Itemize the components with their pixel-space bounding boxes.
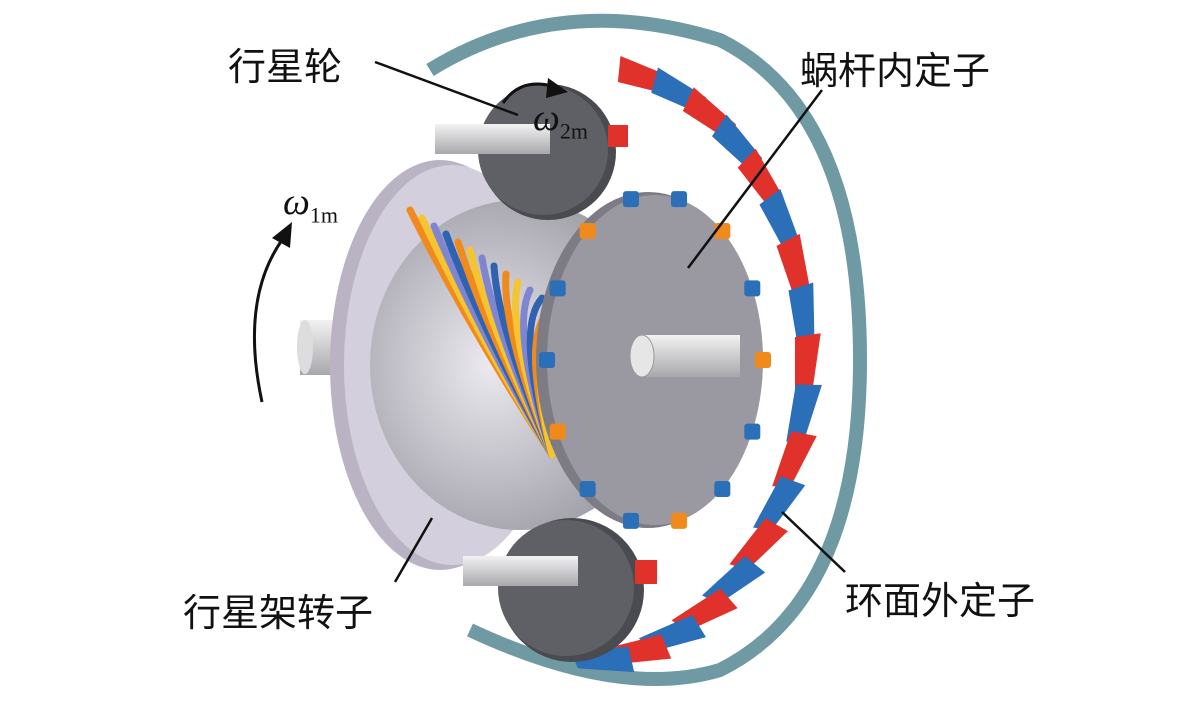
label-worm-inner-stator: 蜗杆内定子 (800, 49, 991, 93)
label-carrier-rotor: 行星架转子 (183, 591, 374, 635)
rotation-arrow-omega2 (501, 78, 568, 104)
stator-segment (772, 431, 817, 487)
stator-tooth (671, 512, 688, 529)
planet-gear-bottom (463, 518, 657, 662)
stator-segment (788, 282, 815, 348)
label-toroidal-outer-stator: 环面外定子 (845, 579, 1036, 623)
omega-2m-symbol: ω2m (533, 97, 588, 144)
stator-tooth (579, 222, 596, 239)
stator-tooth (744, 423, 761, 440)
stator-tooth (714, 481, 731, 498)
stator-tooth (579, 481, 596, 498)
stator-segment (753, 476, 806, 531)
stator-tooth (622, 512, 639, 529)
leader-line-outer-stator (781, 511, 846, 573)
label-planet-gear: 行星轮 (228, 45, 343, 89)
toroidal-outer-stator (426, 13, 868, 686)
leader-line-planet-gear (374, 60, 519, 117)
rotation-arrow-omega1 (252, 222, 292, 403)
stator-tooth (549, 280, 566, 297)
stator-segment (759, 188, 800, 256)
worm-inner-stator (536, 191, 771, 529)
planet-gear-top (435, 84, 628, 220)
stator-tooth (549, 423, 566, 440)
stator-tooth (755, 352, 771, 368)
stator-tooth (622, 191, 639, 208)
stator-tooth (539, 352, 555, 368)
stator-tooth (671, 191, 688, 208)
stator-tooth (744, 280, 761, 297)
stator-segment (794, 333, 821, 396)
leader-line-inner-stator (687, 89, 823, 269)
stator-segment (776, 233, 811, 301)
omega-1m-symbol: ω1m (283, 181, 338, 228)
stator-segment (786, 384, 822, 442)
leader-line-carrier (393, 517, 434, 583)
